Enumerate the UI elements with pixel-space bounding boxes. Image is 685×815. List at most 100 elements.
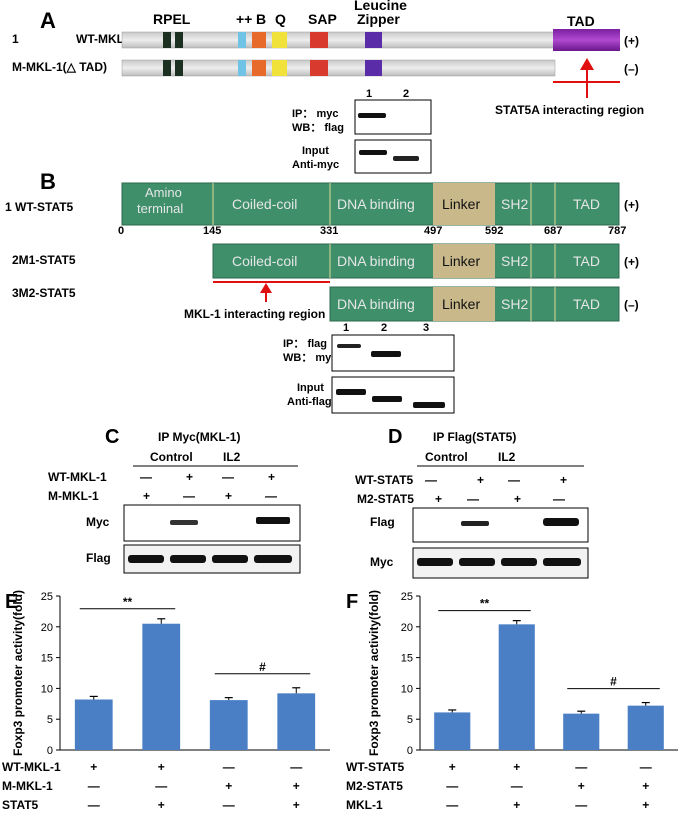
condition-label: M-MKL-1 [2, 779, 53, 793]
b-blot-ip-box [331, 334, 455, 372]
y-tick-label: 0 [47, 745, 53, 757]
b-row2-name: 2M1-STAT5 [12, 253, 76, 267]
rpel-domain-2 [175, 60, 183, 76]
d-blot1-band-2 [461, 521, 489, 526]
m1-segment-sh2: SH2 [501, 253, 528, 269]
c-row1-label: WT-MKL-1 [48, 470, 107, 484]
d-control-label: Control [425, 450, 468, 464]
panel-c-letter: C [105, 426, 119, 448]
tick-0: 0 [118, 225, 124, 237]
basic-domain [238, 60, 246, 76]
rpel-domain-1 [163, 32, 171, 48]
stat5a-arrow-icon [580, 58, 594, 98]
segment-tad: TAD [573, 196, 600, 212]
domain-leucine-label: Leucine [354, 0, 407, 13]
y-tick-label: 20 [401, 622, 413, 634]
condition-sign: + [90, 760, 97, 774]
domain-tad-label: TAD [567, 13, 595, 29]
a-row2-result: (–) [624, 62, 639, 76]
b-row2-result: (+) [624, 255, 639, 269]
condition-label: M2-STAT5 [346, 779, 403, 793]
q-domain [272, 32, 287, 48]
d-blot2-band-3 [501, 558, 537, 566]
b-input-label: Input [297, 382, 324, 394]
b-blot-lane-2: 2 [381, 322, 387, 334]
c-blot2-band-4 [254, 555, 292, 563]
condition-sign: — [575, 798, 587, 812]
y-tick-label: 10 [401, 683, 413, 695]
tad-domain [553, 29, 620, 51]
a-blot-lane-1: 1 [366, 88, 372, 100]
m1-segment-tad: TAD [573, 253, 600, 269]
c-blot1-band-4 [256, 517, 290, 524]
domain-rpel-label: RPEL [153, 11, 191, 27]
domain-b-label: B [256, 11, 266, 27]
condition-sign: — [88, 779, 100, 793]
bar [209, 700, 248, 750]
leucine-zipper-domain [365, 32, 382, 48]
y-tick-label: 10 [41, 683, 53, 695]
condition-label: STAT5 [2, 798, 39, 812]
m2-segment-tad: TAD [573, 296, 600, 312]
c-row2-label: M-MKL-1 [48, 489, 99, 503]
condition-sign: — [223, 798, 235, 812]
condition-sign: + [158, 798, 165, 812]
d-row1-label: WT-STAT5 [355, 473, 414, 487]
condition-sign: — [446, 798, 458, 812]
panel-d-letter: D [388, 426, 402, 448]
segment-amino-line1: Amino [145, 185, 182, 200]
d-blot1-label: Flag [370, 515, 395, 529]
a-ip-label: IP： myc [292, 108, 338, 120]
c-blot1-band-2 [170, 520, 198, 525]
a-row1-result: (+) [624, 34, 639, 48]
domain-zipper-label: Zipper [357, 11, 400, 27]
condition-sign: — [88, 798, 100, 812]
a-row1-name: WT-MKL-1 [76, 32, 135, 46]
b-row1-result: (+) [624, 198, 639, 212]
d-row1-sign-4: + [560, 473, 567, 487]
condition-sign: — [511, 779, 523, 793]
condition-sign: + [293, 798, 300, 812]
condition-sign: — [575, 760, 587, 774]
d-blot2-band-1 [417, 558, 453, 566]
a-blot-lane-2: 2 [403, 88, 409, 100]
q-domain [272, 60, 287, 76]
d-row1-sign-2: + [477, 473, 484, 487]
c-row1-sign-4: + [268, 470, 275, 484]
wt-mkl1-construct [121, 29, 620, 51]
bar [563, 713, 600, 750]
condition-label: MKL-1 [346, 798, 383, 812]
domain-q-label: Q [275, 11, 286, 27]
condition-sign: + [513, 760, 520, 774]
d-title: IP Flag(STAT5) [433, 430, 516, 444]
domain-sap-label: SAP [308, 11, 337, 27]
c-blot2-label: Flag [86, 551, 111, 565]
b-blot-ip-band-1 [337, 344, 361, 348]
c-row2-sign-2: — [183, 489, 195, 503]
y-axis-label: Foxp3 promoter activity(fold) [11, 590, 25, 756]
b-row3-name: 3M2-STAT5 [12, 286, 76, 300]
m2-stat5-construct [329, 286, 620, 322]
condition-sign: — [640, 760, 652, 774]
y-tick-label: 15 [41, 653, 53, 665]
a-row1-number: 1 [12, 32, 19, 46]
condition-sign: + [642, 779, 649, 793]
a-blot-ip-band-1 [358, 113, 386, 118]
b-blot-lane-1: 1 [343, 322, 349, 334]
panel-f-letter: F [346, 591, 358, 613]
tick-687: 687 [544, 225, 562, 237]
panel-c: C IP Myc(MKL-1) Control IL2 WT-MKL-1 M-M… [48, 426, 301, 574]
condition-sign: — [223, 760, 235, 774]
d-row1-sign-1: — [425, 473, 437, 487]
sap-domain [310, 32, 328, 48]
b-domain [252, 60, 266, 76]
segment-amino-line2: terminal [137, 201, 183, 216]
b-blot-input-band-3 [413, 402, 445, 408]
bar [498, 624, 535, 750]
c-blot2-band-3 [212, 555, 248, 563]
y-tick-label: 0 [407, 745, 413, 757]
c-blot1-label: Myc [86, 515, 110, 529]
